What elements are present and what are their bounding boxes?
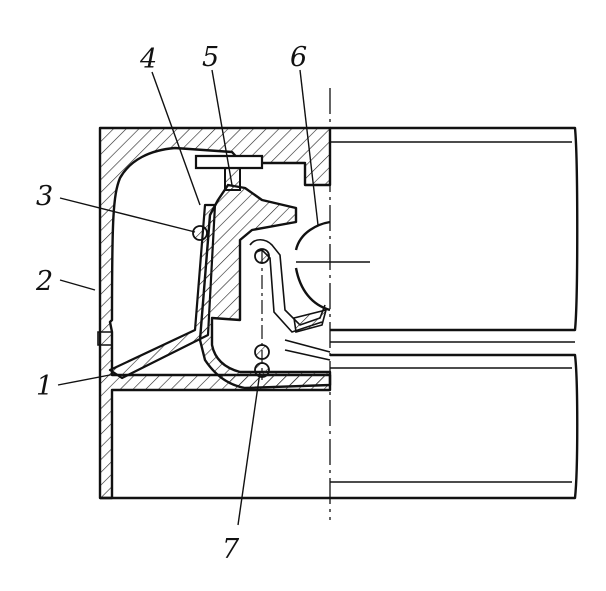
inner-seal-element <box>249 220 370 361</box>
callout-label-7: 7 <box>222 534 240 565</box>
center-line <box>261 88 331 520</box>
callout-label-4: 4 <box>139 44 157 75</box>
o-ring-3 <box>192 225 208 241</box>
callout-leaders <box>57 69 319 526</box>
callout-label-6: 6 <box>290 42 307 73</box>
callout-label-1: 1 <box>36 371 53 402</box>
callout-label-3: 3 <box>36 181 53 212</box>
callout-label-5: 5 <box>202 42 219 73</box>
callout-label-2: 2 <box>35 266 53 297</box>
housing-section <box>97 126 332 500</box>
seal-body <box>194 154 332 390</box>
shaft-outline <box>100 126 579 500</box>
